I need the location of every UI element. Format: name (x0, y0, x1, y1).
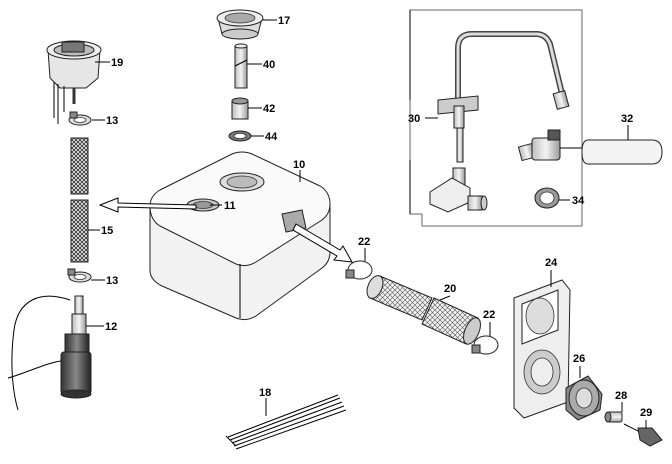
part-32-float-valve (517, 129, 663, 165)
label-40: 40 (263, 59, 275, 71)
part-28-pin (604, 411, 623, 423)
label-18: 18 (259, 387, 271, 399)
part-22-hose-clamp-lower (471, 335, 499, 355)
label-32: 32 (621, 113, 633, 125)
part-number-labels: 19 13 15 13 12 17 40 42 44 10 11 22 20 2… (101, 15, 652, 419)
label-22-lower: 22 (483, 309, 495, 321)
part-18-cable-ties (225, 394, 347, 450)
label-29: 29 (640, 407, 652, 419)
label-19: 19 (111, 57, 123, 69)
label-24: 24 (545, 257, 558, 269)
part-26-drain-knob (565, 375, 603, 421)
label-12: 12 (105, 321, 117, 333)
label-10: 10 (293, 159, 305, 171)
part-40-filter-tube (234, 43, 248, 89)
label-13-lower: 13 (106, 275, 118, 287)
label-15: 15 (101, 225, 113, 237)
label-34: 34 (572, 195, 585, 207)
part-12-submersible-pump (7, 295, 92, 411)
flow-arrows (98, 197, 353, 263)
part-17-filler-cap (216, 9, 264, 40)
part-15-braided-hose (70, 137, 89, 263)
part-13-hose-clamp-lower (67, 268, 92, 283)
part-13-hose-clamp-upper (68, 111, 92, 126)
part-34-nut (534, 187, 560, 209)
part-20-flexible-hose (366, 275, 481, 345)
label-11: 11 (224, 200, 236, 212)
label-30: 30 (408, 113, 420, 125)
part-30-spout-assembly (409, 9, 583, 227)
label-42: 42 (263, 103, 275, 115)
part-24-drain-frame (513, 279, 571, 419)
label-17: 17 (278, 15, 290, 27)
part-29-key (623, 423, 663, 447)
label-22-upper: 22 (358, 236, 370, 248)
label-20: 20 (444, 283, 456, 295)
label-44: 44 (265, 131, 278, 143)
part-19-pump-cap (46, 40, 102, 124)
label-13-upper: 13 (106, 115, 118, 127)
part-10-water-tank (149, 151, 331, 321)
part-44-washer (228, 130, 252, 142)
label-28: 28 (615, 390, 627, 402)
part-42-fitting (231, 97, 249, 120)
leader-lines (86, 19, 647, 428)
part-22-hose-clamp-upper (345, 260, 373, 280)
label-26: 26 (573, 353, 585, 365)
